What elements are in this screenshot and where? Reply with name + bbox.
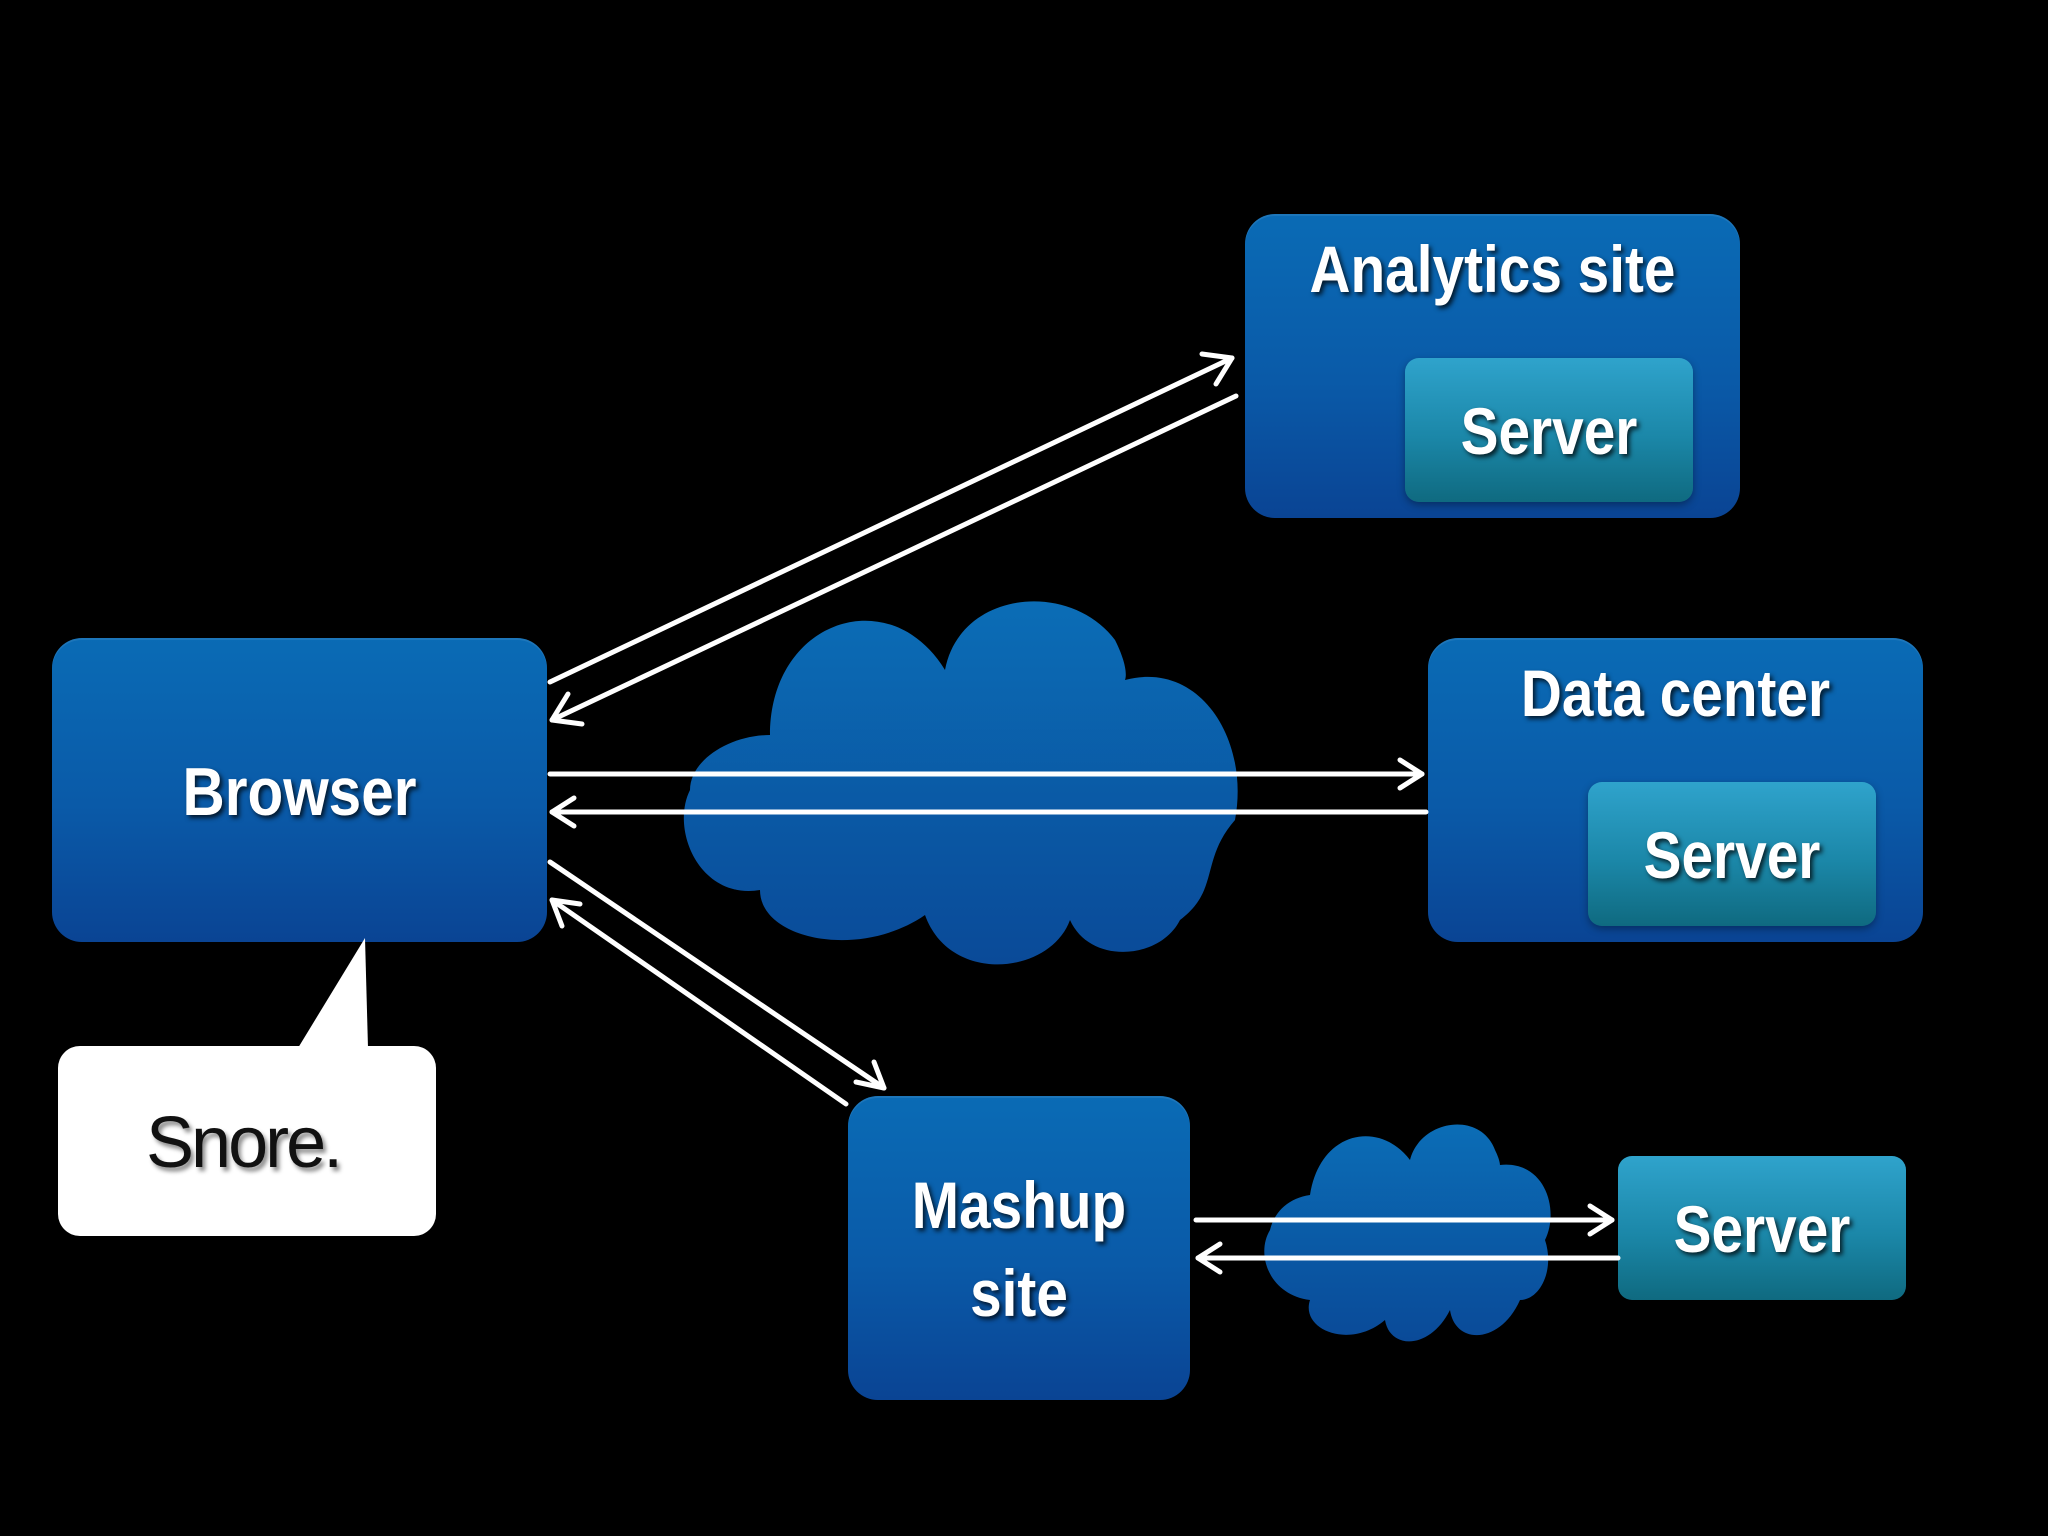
arrow-server-to-mashup [1195,1241,1621,1275]
arrow-mashup-to-server [1193,1203,1615,1237]
analytics-server-label: Server [1460,394,1638,468]
analytics-server-box [1405,358,1693,502]
arrow-browser-to-mashup [547,859,887,1091]
mashup-site-label-line2: site [970,1256,1068,1330]
arrow-browser-to-data-center [547,757,1425,791]
external-server-label: Server [1673,1192,1851,1266]
analytics-site-label: Analytics site [1309,232,1676,306]
arrow-analytics-to-browser [549,393,1239,727]
external-server-box [1618,1156,1906,1300]
data-center-server-label: Server [1643,818,1821,892]
speech-bubble [58,1046,436,1236]
mashup-site-box [848,1096,1190,1400]
speech-bubble-text: Snore. [146,1103,343,1183]
internet-cloud-large [683,601,1238,965]
data-center-server-box [1588,782,1876,926]
mashup-site-label-line1: Mashup [911,1168,1127,1242]
arrow-data-center-to-browser [549,795,1429,829]
arrow-mashup-to-browser [549,897,849,1107]
internet-cloud-small [1264,1124,1551,1342]
arrow-browser-to-analytics [547,351,1235,685]
browser-label: Browser [182,754,417,830]
data-center-label: Data center [1520,656,1831,730]
browser-box [52,638,547,942]
